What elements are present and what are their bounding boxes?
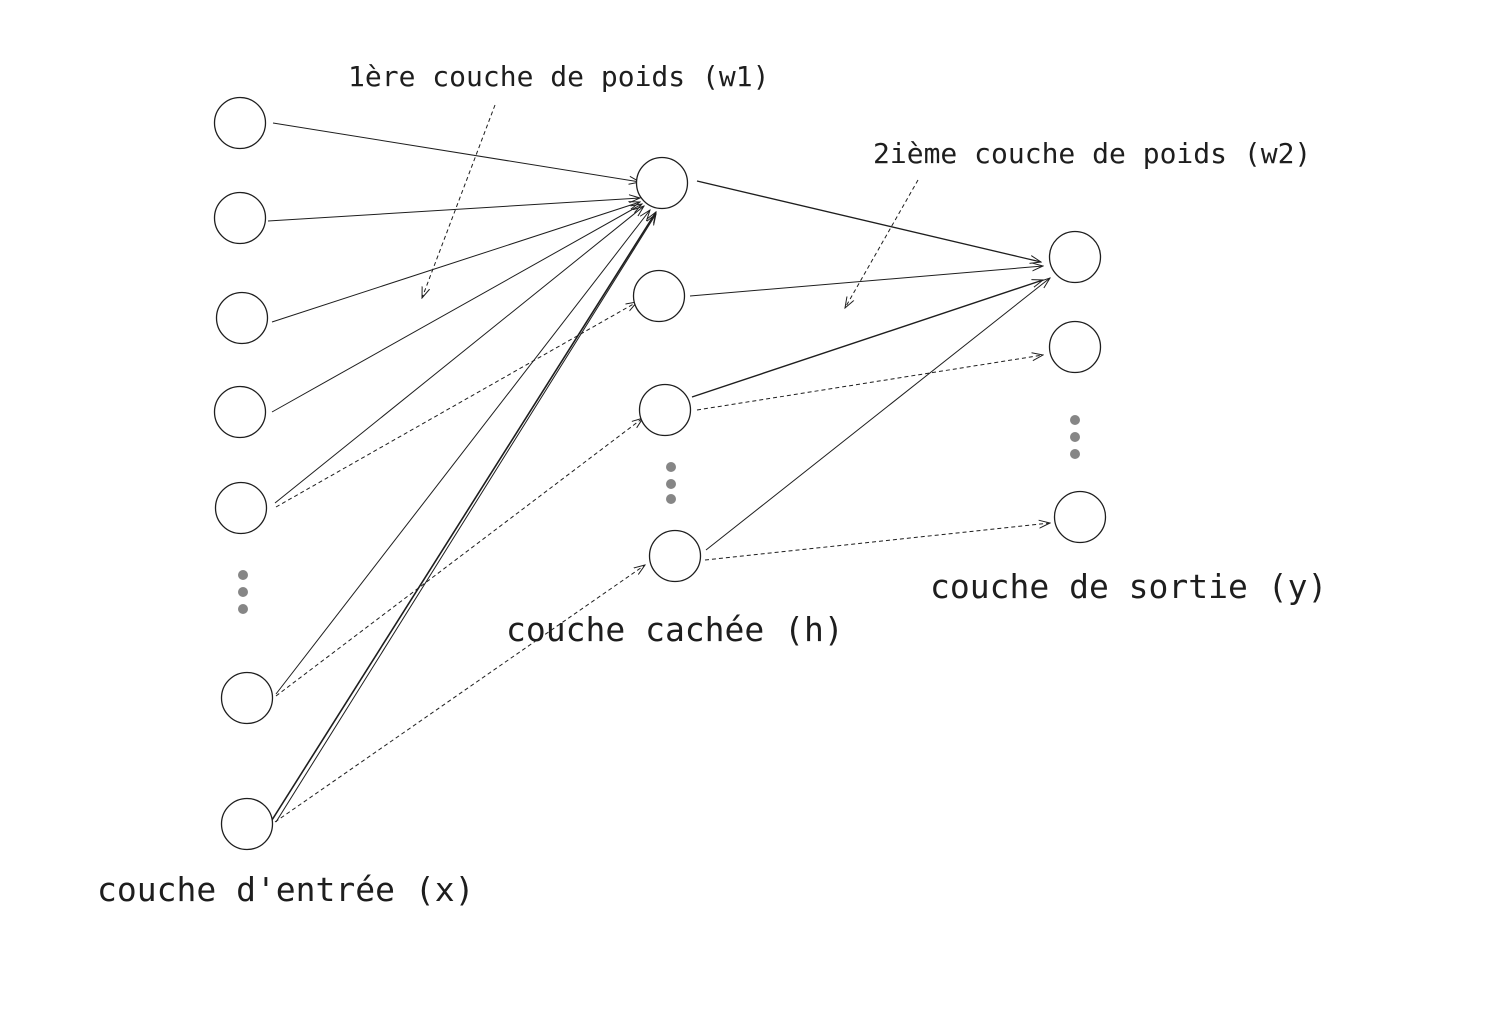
edge-w1	[272, 122, 640, 182]
hidden-layer-label: couche cachée (h)	[506, 610, 844, 649]
edge-w1-dashed	[275, 418, 643, 697]
input-node	[213, 96, 267, 150]
input-node	[213, 191, 267, 245]
hidden-node	[638, 383, 692, 437]
output-layer-label: couche de sortie (y)	[930, 567, 1328, 606]
input-node	[220, 671, 274, 725]
output-node	[1053, 490, 1107, 544]
ellipsis-dot	[238, 587, 248, 597]
edge-w2	[705, 278, 1050, 551]
ellipsis-dot	[238, 604, 248, 614]
annotation-arrow-w1	[422, 104, 496, 298]
weights1-label: 1ère couche de poids (w1)	[348, 60, 770, 93]
input-node	[213, 385, 267, 439]
input-node	[215, 291, 269, 345]
hidden-node	[635, 156, 689, 210]
edge-w2	[691, 280, 1043, 398]
edge-w2-dashed	[704, 523, 1050, 561]
ellipsis-dot	[666, 479, 676, 489]
input-node	[214, 481, 268, 535]
ellipsis-dot	[1070, 432, 1080, 442]
edge-w2-dashed	[696, 355, 1043, 411]
edge-w2	[696, 180, 1041, 262]
ellipsis-dot	[666, 462, 676, 472]
edge-w1	[271, 204, 642, 413]
edge-w1	[267, 198, 640, 222]
ellipsis-dot	[1070, 449, 1080, 459]
hidden-node	[648, 529, 702, 583]
hidden-node	[632, 269, 686, 323]
edge-w2	[689, 266, 1043, 297]
edge-w1	[275, 214, 656, 823]
input-node	[220, 797, 274, 851]
edge-w1	[275, 210, 650, 695]
annotation-arrow-w2	[845, 179, 919, 308]
output-node	[1048, 320, 1102, 374]
edge-w1-dashed	[274, 565, 645, 823]
weights2-label: 2ième couche de poids (w2)	[873, 137, 1312, 170]
input-layer-label: couche d'entrée (x)	[97, 870, 475, 909]
output-node	[1048, 230, 1102, 284]
edge-w1	[271, 212, 656, 821]
ellipsis-dot	[666, 494, 676, 504]
edge-w1	[274, 206, 644, 504]
ellipsis-dot	[1070, 415, 1080, 425]
ellipsis-dot	[238, 570, 248, 580]
edge-w1	[271, 202, 640, 323]
edge-w1-dashed	[275, 302, 637, 508]
